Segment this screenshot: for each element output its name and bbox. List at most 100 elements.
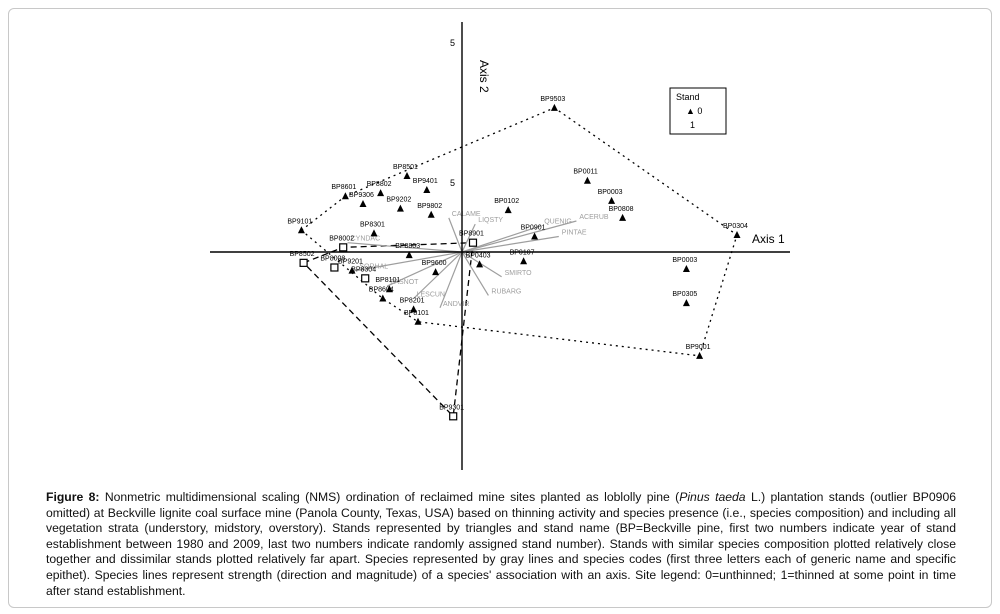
stand-triangle-marker [619,213,627,221]
stand-label: BP8501 [393,164,418,171]
species-vector-line [439,251,463,309]
stand-triangle-marker [432,268,440,276]
legend-entry-unthinned: ▲ 0 [686,106,702,116]
stand-triangle-marker [385,285,393,293]
species-vector-label: LIQSTY [478,217,503,224]
figure-caption: Figure 8: Nonmetric multidimensional sca… [46,490,956,599]
stand-label: BP0011 [573,169,597,176]
stand-label: BP8101 [404,310,429,317]
stand-triangle-marker [504,206,512,214]
stand-square-marker [361,274,370,283]
stand-label: BP9401 [413,178,438,185]
stand-label: BP0003 [598,189,623,196]
figure-frame [8,8,992,608]
stand-label: BP0102 [494,198,519,205]
species-vectors: ACERUB PINTAE QUENIG SMIRTO RUBARG CYNDAC SORH… [347,211,609,309]
stand-triangle-marker [348,266,356,274]
stand-triangle-marker [550,103,558,111]
species-vector-line [356,251,463,272]
legend-title: Stand [676,92,700,102]
species-vector-label: CYNDAC [351,236,381,243]
stand-triangle-marker [403,172,411,180]
species-vector-label: ACERUB [579,214,609,221]
stand-triangle-marker [476,260,484,268]
stand-label: BP8201 [400,297,425,304]
species-vector-line [461,225,542,253]
stand-label: BP8008 [320,256,345,263]
stand-triangle-marker [379,294,387,302]
y-axis-label: Axis 2 [477,60,491,93]
group-hull-0 [300,107,738,357]
stand-label: BP8604 [369,287,394,294]
stand-label: BP0003 [672,257,697,264]
stand-triangle-marker [410,305,418,313]
stand-triangle-marker [427,210,435,218]
stand-triangle-marker [531,232,539,240]
stand-label: BP0403 [466,252,491,259]
stand-label: BP8304 [351,266,376,273]
stand-triangle-marker [733,230,741,238]
stand-label: BP0901 [521,225,546,232]
species-vector-line [461,220,577,253]
species-vector-label: LESCUN [417,292,445,299]
stand-label: BP9301 [439,404,464,411]
species-vector-label: PINTAE [562,230,587,237]
species-vector-line [461,251,489,296]
stand-triangle-marker [405,251,413,259]
stand-triangle-marker [377,189,385,197]
nms-ordination-plot: ACERUB PINTAE QUENIG SMIRTO RUBARG CYNDAC SORH… [210,22,790,470]
stand-label: BP0808 [609,206,634,213]
stand-triangle-marker [297,226,305,234]
stand-triangle-marker [696,351,704,359]
legend-entry-thinned: 1 [690,120,695,130]
caption-species: Pinus taeda [679,490,746,504]
stand-label: BP9001 [686,344,711,351]
stand-triangle-marker [682,299,690,307]
species-vector-label: ANDVIR [443,301,469,308]
species-vector-label: RUBARG [491,288,521,295]
stand-triangle-marker [359,199,367,207]
stand-triangle-marker [396,204,404,212]
figure-label: Figure 8: [46,490,100,504]
species-vector-label: SORHAL [359,264,388,271]
stand-square-marker [339,243,348,252]
stand-triangle-marker [608,196,616,204]
stand-label: BP8002 [329,235,354,242]
stand-triangle-marker [414,317,422,325]
stand-square-marker [468,238,478,247]
stand-label: BP0107 [510,249,535,256]
stand-label: BP8601 [331,184,356,191]
stand-label: BP9101 [287,218,312,225]
species-vector-line [386,251,463,287]
species-vector-line [448,217,463,253]
species-vector-label: SMIRTO [505,270,533,277]
stand-label: BP9202 [386,197,411,204]
stand-label: BP0304 [723,223,748,230]
species-vector-line [347,242,463,253]
group-hull-1 [302,242,474,418]
stand-label: BP0305 [672,291,697,298]
stand-points: BP9503BP0011BP0003BP0808BP0304BP0102BP09… [287,96,748,421]
stand-triangle-marker [520,257,528,265]
stand-label: BP8502 [290,251,315,258]
plot-axes: Axis 1 Axis 2 5 5 [210,22,790,470]
stand-label: BP8901 [459,231,484,238]
stand-triangle-marker [423,186,431,193]
stand-label: BP8802 [367,181,392,188]
stand-triangle-marker [583,176,591,184]
stand-square-marker [299,258,308,267]
species-vector-line [461,235,559,253]
stand-label: BP9306 [349,192,374,199]
x-axis-label: Axis 1 [752,232,785,246]
stand-label: BP8803 [395,243,420,250]
species-vector-label: QUENIG [544,219,572,226]
caption-text-1: Nonmetric multidimensional scaling (NMS)… [104,490,680,504]
stand-label: BP9503 [540,96,565,103]
species-vector-line [461,251,502,278]
species-vector-label: CALAME [452,211,481,218]
stand-label: BP9600 [422,260,447,267]
species-vector-label: PASNOT [390,279,419,286]
caption-text-2: L.) plantation stands (outlier BP0906 om… [46,490,957,598]
y-tick-label-mid: 5 [450,178,455,188]
legend: Stand ▲ 0 1 [669,87,727,135]
